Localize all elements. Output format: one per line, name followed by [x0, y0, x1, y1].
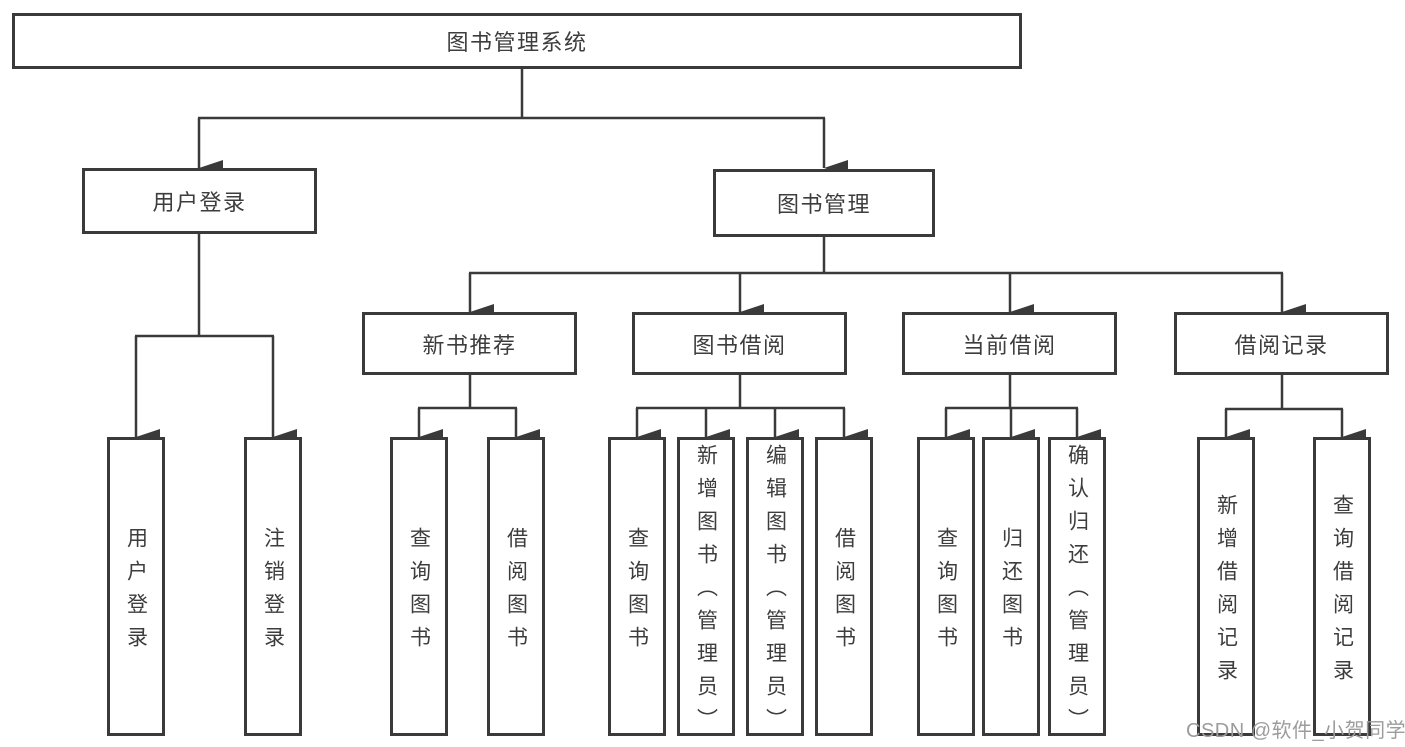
leaf-edit-books-admin-label: 编辑图书（管理员） [763, 444, 787, 741]
node-library-system: 图书管理系统 [12, 13, 1022, 69]
node-current-borrowing-label: 当前借阅 [962, 332, 1057, 358]
node-borrowing-records: 借阅记录 [1174, 312, 1389, 375]
node-current-borrowing: 当前借阅 [902, 312, 1117, 375]
leaf-logout-label: 注销登录 [261, 526, 285, 659]
leaf-user-login-label: 用户登录 [124, 526, 148, 659]
leaf-edit-books-admin: 编辑图书（管理员） [746, 437, 804, 741]
leaf-add-borrow-record: 新增借阅记录 [1197, 437, 1255, 736]
leaf-return-books-label: 归还图书 [999, 526, 1023, 659]
leaf-return-books: 归还图书 [982, 437, 1040, 736]
leaf-query-borrow-record: 查询借阅记录 [1313, 437, 1371, 736]
leaf-borrow-books-recommend-label: 借阅图书 [504, 526, 528, 659]
node-user-login-group-label: 用户登录 [152, 190, 247, 215]
node-book-borrowing-label: 图书借阅 [692, 332, 787, 358]
leaf-logout: 注销登录 [244, 437, 302, 736]
node-book-management: 图书管理 [713, 169, 935, 237]
leaf-query-books-current-label: 查询图书 [934, 526, 958, 659]
leaf-query-borrow-record-label: 查询借阅记录 [1330, 493, 1354, 692]
node-new-book-recommend: 新书推荐 [362, 312, 577, 375]
node-user-login-group: 用户登录 [82, 168, 317, 234]
leaf-query-books-recommend: 查询图书 [390, 437, 448, 736]
leaf-add-borrow-record-label: 新增借阅记录 [1214, 493, 1238, 692]
node-new-book-recommend-label: 新书推荐 [422, 332, 517, 358]
leaf-query-books-current: 查询图书 [917, 437, 975, 736]
leaf-confirm-return-admin: 确认归还（管理员） [1048, 437, 1106, 741]
leaf-add-books-admin-label: 新增图书（管理员） [694, 444, 718, 741]
node-book-borrowing: 图书借阅 [632, 312, 847, 375]
node-library-system-label: 图书管理系统 [446, 30, 588, 55]
watermark: CSDN @软件_小贺同学 [1186, 720, 1405, 742]
leaf-borrow-books-recommend: 借阅图书 [487, 437, 545, 736]
leaf-confirm-return-admin-label: 确认归还（管理员） [1065, 444, 1089, 741]
leaf-query-books-borrow: 查询图书 [608, 437, 666, 736]
leaf-borrow-books-label: 借阅图书 [832, 526, 856, 659]
leaf-query-books-borrow-label: 查询图书 [625, 526, 649, 659]
leaf-user-login: 用户登录 [107, 437, 165, 736]
leaf-borrow-books: 借阅图书 [815, 437, 873, 736]
leaf-add-books-admin: 新增图书（管理员） [677, 437, 735, 741]
leaf-query-books-recommend-label: 查询图书 [407, 526, 431, 659]
node-book-management-label: 图书管理 [776, 192, 871, 217]
node-borrowing-records-label: 借阅记录 [1234, 332, 1329, 358]
